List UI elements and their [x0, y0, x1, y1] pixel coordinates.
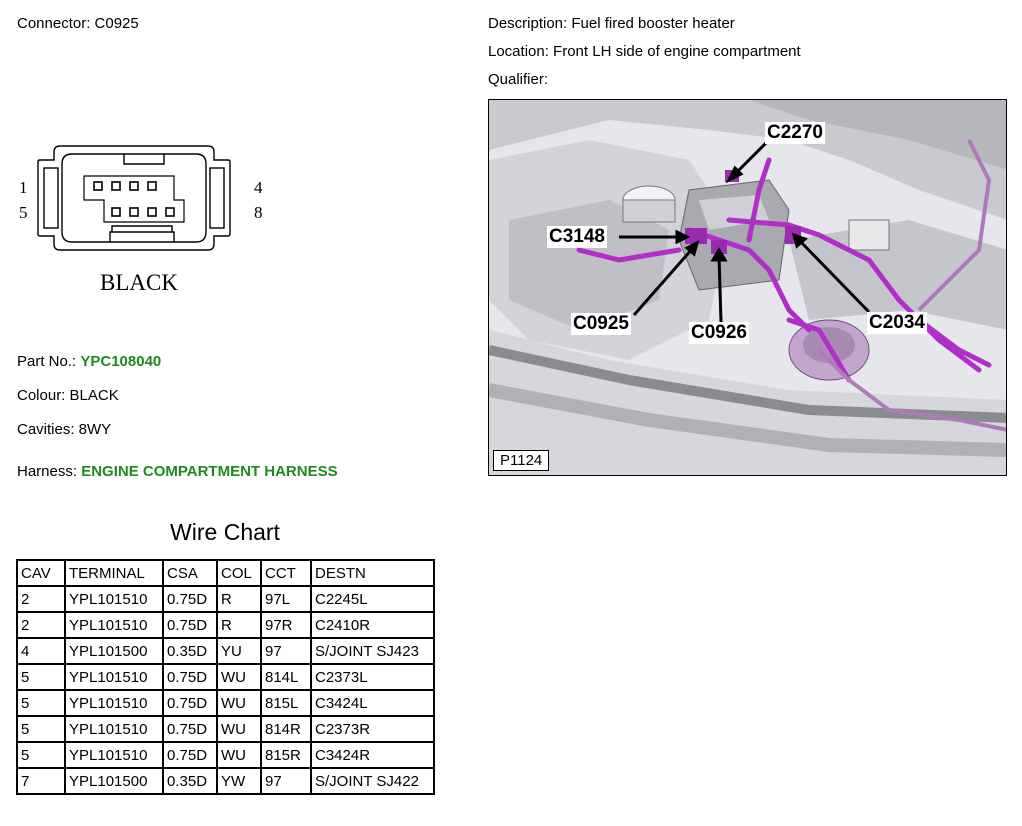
table-header-row: CAV TERMINAL CSA COL CCT DESTN: [16, 559, 435, 587]
harness-value: ENGINE COMPARTMENT HARNESS: [81, 463, 338, 480]
cell-col: R: [216, 611, 262, 639]
cell-col: YU: [216, 637, 262, 665]
column-header-cct: CCT: [260, 559, 312, 587]
cell-cct: 814R: [260, 715, 312, 743]
table-row: 5 YPL101510 0.75D WU 815R C3424R: [16, 741, 435, 769]
cell-cct: 815L: [260, 689, 312, 717]
cell-cct: 815R: [260, 741, 312, 769]
cell-col: YW: [216, 767, 262, 795]
cell-cav: 5: [16, 689, 66, 717]
table-row: 4 YPL101500 0.35D YU 97 S/JOINT SJ423: [16, 637, 435, 665]
table-row: 5 YPL101510 0.75D WU 814R C2373R: [16, 715, 435, 743]
cell-cav: 2: [16, 585, 66, 613]
part-number-value: YPC108040: [80, 353, 162, 370]
table-row: 2 YPL101510 0.75D R 97R C2410R: [16, 611, 435, 639]
callout-c3148: C3148: [547, 226, 607, 248]
cell-terminal: YPL101510: [64, 611, 164, 639]
table-row: 5 YPL101510 0.75D WU 815L C3424L: [16, 689, 435, 717]
cell-destn: C2373R: [310, 715, 435, 743]
table-row: 7 YPL101500 0.35D YW 97 S/JOINT SJ422: [16, 767, 435, 795]
wire-chart-table: CAV TERMINAL CSA COL CCT DESTN 2 YPL1015…: [16, 559, 435, 795]
cell-col: R: [216, 585, 262, 613]
cell-terminal: YPL101510: [64, 585, 164, 613]
photo-reference: P1124: [493, 450, 550, 471]
cell-csa: 0.75D: [162, 611, 218, 639]
cell-cav: 7: [16, 767, 66, 795]
cell-cav: 5: [16, 741, 66, 769]
cell-terminal: YPL101500: [64, 637, 164, 665]
engine-bay-drawing: [489, 100, 1006, 475]
table-row: 2 YPL101510 0.75D R 97L C2245L: [16, 585, 435, 613]
cell-terminal: YPL101510: [64, 689, 164, 717]
harness-label: Harness:: [17, 463, 78, 480]
cell-csa: 0.75D: [162, 715, 218, 743]
cell-cct: 97R: [260, 611, 312, 639]
table-row: 5 YPL101510 0.75D WU 814L C2373L: [16, 663, 435, 691]
cell-destn: C2373L: [310, 663, 435, 691]
cell-cct: 814L: [260, 663, 312, 691]
location-label: Location: Front LH side of engine compar…: [488, 43, 801, 60]
cell-csa: 0.75D: [162, 663, 218, 691]
cell-cct: 97L: [260, 585, 312, 613]
connector-face-diagram: [37, 145, 231, 251]
cell-csa: 0.75D: [162, 689, 218, 717]
harness-row: Harness: ENGINE COMPARTMENT HARNESS: [17, 463, 338, 480]
cell-csa: 0.35D: [162, 637, 218, 665]
description-label: Description: Fuel fired booster heater: [488, 15, 735, 32]
cell-destn: C3424L: [310, 689, 435, 717]
cell-csa: 0.75D: [162, 741, 218, 769]
callout-c2270: C2270: [765, 122, 825, 144]
pin-number-5: 5: [19, 203, 28, 222]
cell-cct: 97: [260, 637, 312, 665]
cell-cav: 5: [16, 663, 66, 691]
cavities-label: Cavities: 8WY: [17, 421, 112, 438]
callout-c2034: C2034: [867, 312, 927, 334]
column-header-col: COL: [216, 559, 262, 587]
cell-col: WU: [216, 715, 262, 743]
column-header-terminal: TERMINAL: [64, 559, 164, 587]
cell-cav: 4: [16, 637, 66, 665]
pin-number-1: 1: [19, 178, 28, 197]
cell-terminal: YPL101510: [64, 741, 164, 769]
column-header-destn: DESTN: [310, 559, 435, 587]
pin-number-4: 4: [254, 178, 263, 197]
connector-colour-text: BLACK: [100, 270, 178, 295]
part-number-label: Part No.:: [17, 353, 77, 370]
cell-terminal: YPL101500: [64, 767, 164, 795]
cell-destn: C2245L: [310, 585, 435, 613]
column-header-cav: CAV: [16, 559, 66, 587]
cell-cav: 5: [16, 715, 66, 743]
cell-destn: S/JOINT SJ423: [310, 637, 435, 665]
cell-terminal: YPL101510: [64, 663, 164, 691]
connector-label: Connector: C0925: [17, 15, 139, 32]
location-illustration: C2270 C3148 C0925 C0926 C2034 P1124: [488, 99, 1007, 476]
cell-col: WU: [216, 689, 262, 717]
wire-chart-title: Wire Chart: [170, 519, 280, 545]
column-header-csa: CSA: [162, 559, 218, 587]
cell-terminal: YPL101510: [64, 715, 164, 743]
cell-destn: C3424R: [310, 741, 435, 769]
part-number-row: Part No.: YPC108040: [17, 353, 161, 370]
cell-csa: 0.75D: [162, 585, 218, 613]
cell-csa: 0.35D: [162, 767, 218, 795]
cell-cav: 2: [16, 611, 66, 639]
pin-number-8: 8: [254, 203, 263, 222]
cell-destn: C2410R: [310, 611, 435, 639]
cell-col: WU: [216, 663, 262, 691]
qualifier-label: Qualifier:: [488, 71, 549, 88]
cell-destn: S/JOINT SJ422: [310, 767, 435, 795]
callout-c0925: C0925: [571, 313, 631, 335]
colour-label: Colour: BLACK: [17, 387, 119, 404]
cell-col: WU: [216, 741, 262, 769]
callout-c0926: C0926: [689, 322, 749, 344]
cell-cct: 97: [260, 767, 312, 795]
